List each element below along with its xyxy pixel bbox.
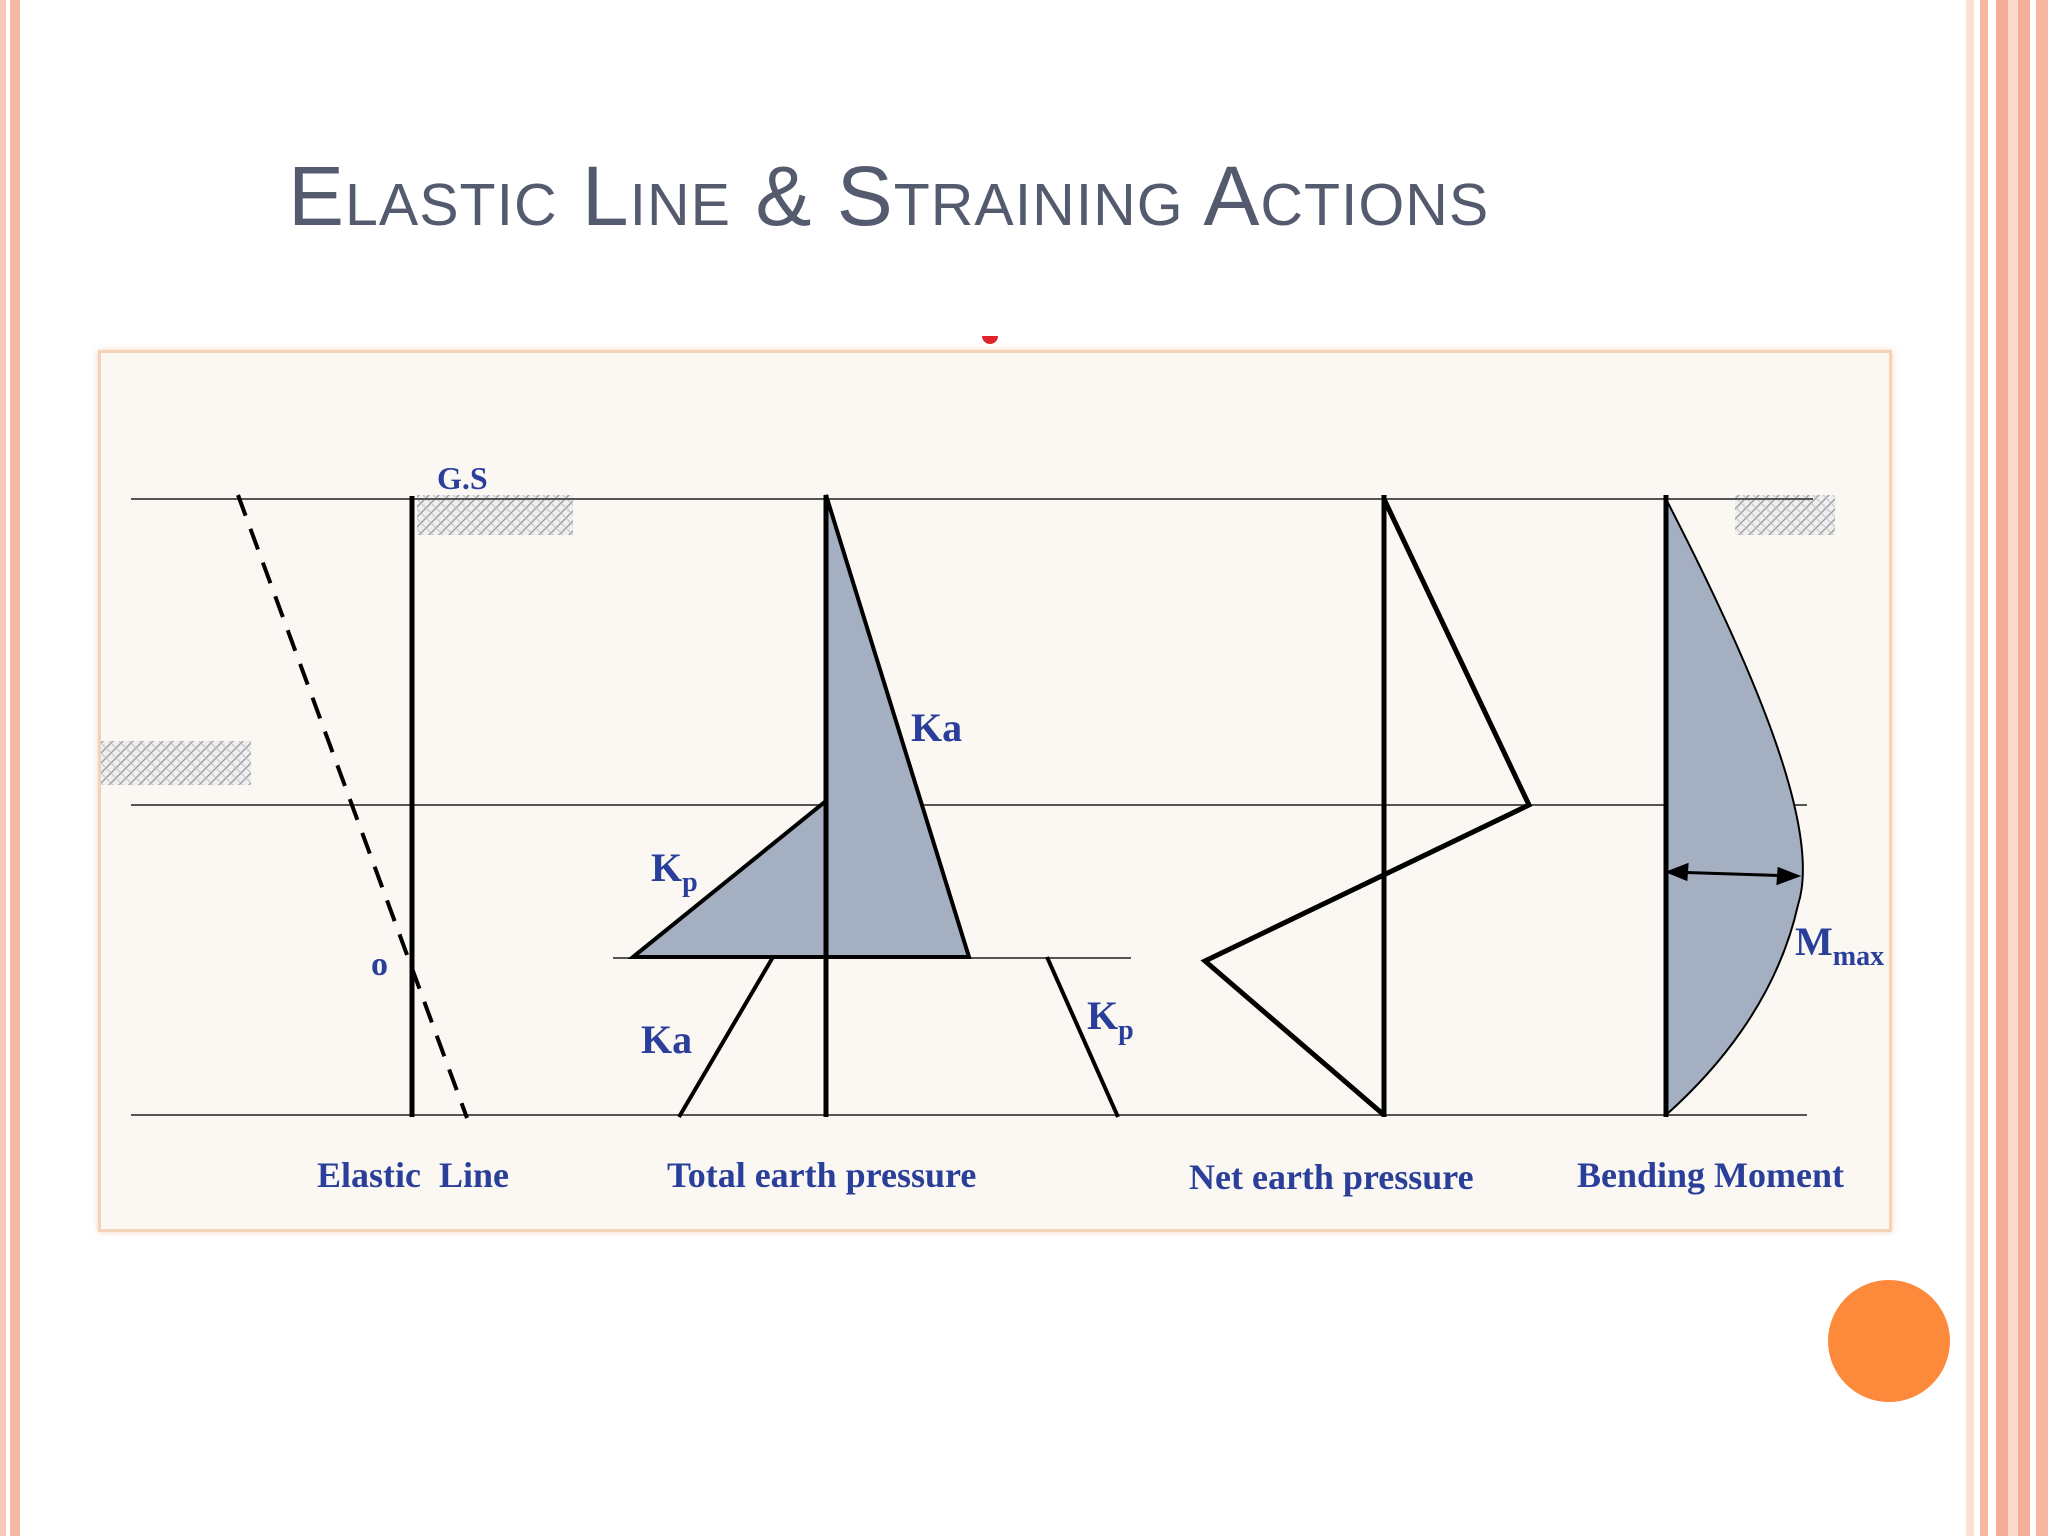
slide-title: Elastic Line & Straining Actions [288,149,1490,243]
kp-left-sub: p [682,867,698,898]
kp-right-line [1045,956,1120,1118]
ground-surface-label: G.S [437,460,488,496]
level-lines [131,498,1813,1116]
ka-label-lower: Ka [641,1017,692,1062]
orange-circle-decoration [1828,1280,1950,1402]
soil-hatch-middle-left [101,741,251,785]
caption-total-earth-pressure: Total earth pressure [667,1155,976,1195]
diagram-svg: G.S o Ka Kp Ka Kp Mmax Elastic Line Tota… [101,460,1884,1197]
kp-right-main: K [1087,993,1118,1038]
net-pressure-diagram [1200,497,1533,1117]
kp-right-sub: p [1118,1015,1134,1046]
red-mark [982,336,998,344]
bending-moment-curve [1665,498,1804,1118]
mmax-main: M [1795,919,1833,964]
caption-elastic-line: Elastic Line [317,1155,509,1195]
point-o-label: o [371,946,388,983]
kp-label-left: Kp [651,845,698,898]
soil-hatch-top-left [417,495,573,535]
right-border-stripes [1966,0,2048,1536]
mmax-sub: max [1833,941,1884,972]
mmax-label: Mmax [1795,919,1884,972]
ka-label-upper: Ka [911,705,962,750]
kp-label-right: Kp [1087,993,1134,1046]
mmax-dimension-arrow [1664,862,1802,886]
kp-left-main: K [651,845,682,890]
deflected-wall-dashed [236,494,469,1119]
caption-net-earth-pressure: Net earth pressure [1189,1157,1474,1197]
soil-hatch-top-right [1735,495,1835,535]
diagram-frame: G.S o Ka Kp Ka Kp Mmax Elastic Line Tota… [98,350,1892,1232]
caption-bending-moment: Bending Moment [1577,1155,1844,1195]
ka-lower-line [677,955,775,1119]
left-border-stripes [0,0,20,1536]
